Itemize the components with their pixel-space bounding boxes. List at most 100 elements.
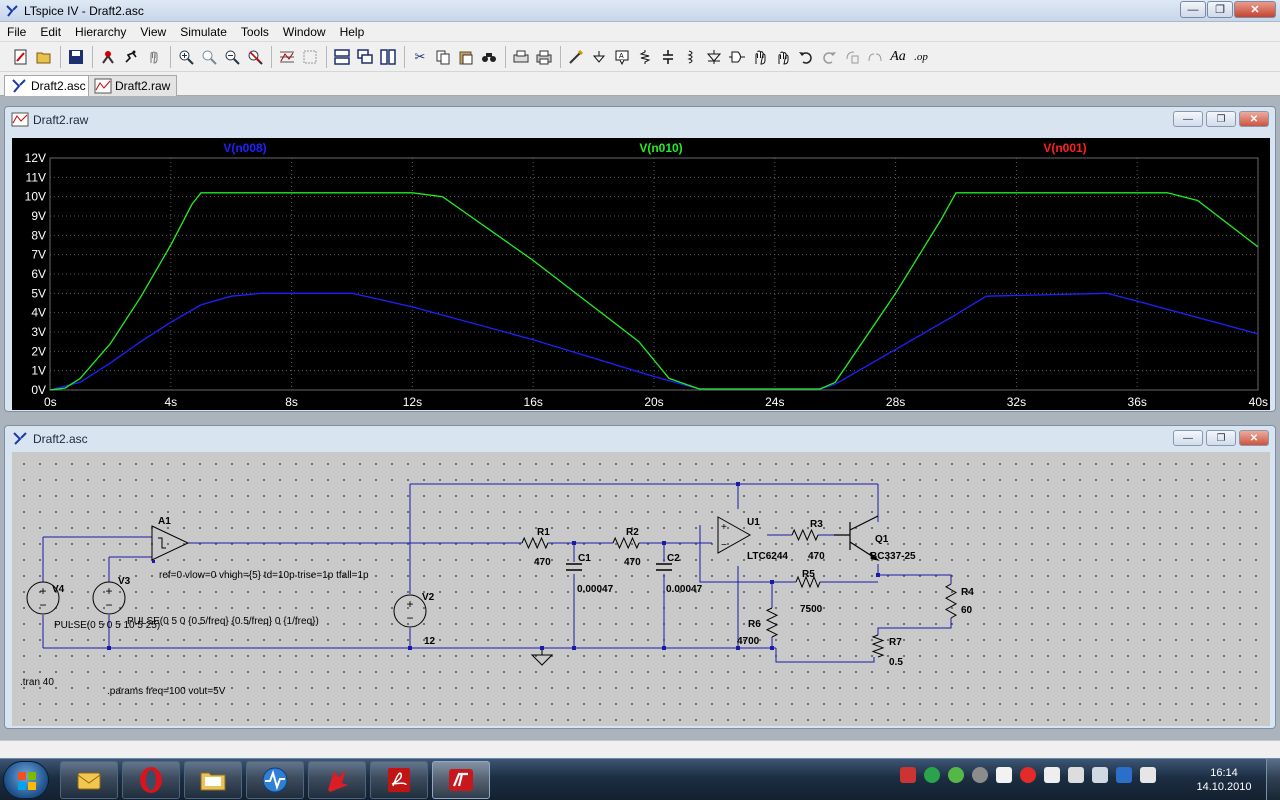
legend-entry-vn008[interactable]: V(n008) <box>223 141 266 155</box>
waveform-restore-button[interactable]: ❐ <box>1206 111 1236 127</box>
find-icon[interactable] <box>478 46 500 68</box>
legend-entry-vn010[interactable]: V(n010) <box>639 141 682 155</box>
ground-icon[interactable] <box>588 46 610 68</box>
trace-vn010[interactable] <box>49 192 1259 391</box>
mirror-icon[interactable] <box>864 46 886 68</box>
maximize-button[interactable]: ❐ <box>1207 1 1233 18</box>
menu-file[interactable]: File <box>7 24 27 39</box>
tab-draft2-raw[interactable]: Draft2.raw <box>88 75 178 96</box>
tray-green-circle-icon[interactable] <box>924 767 940 783</box>
trace-vn008[interactable] <box>49 292 1259 391</box>
clock[interactable]: 16:14 14.10.2010 <box>1196 766 1252 794</box>
tile-horizontal-icon[interactable] <box>331 46 353 68</box>
drag-icon[interactable] <box>772 46 794 68</box>
u1-opamp[interactable]: +− <box>717 516 752 554</box>
taskbar-explorer[interactable] <box>184 761 242 799</box>
spice-directive[interactable]: .params freq=100 vout=5V <box>107 686 226 697</box>
start-button[interactable] <box>3 761 49 799</box>
v4-source[interactable]: +− <box>26 581 60 615</box>
tray-language-icon[interactable] <box>1116 767 1132 783</box>
taskbar-app-red[interactable] <box>308 761 366 799</box>
spice-directive[interactable]: .tran 40 <box>20 677 54 688</box>
menu-simulate[interactable]: Simulate <box>180 24 227 39</box>
tray-chat-icon[interactable] <box>996 767 1012 783</box>
schematic-restore-button[interactable]: ❐ <box>1206 430 1236 446</box>
r5-resistor[interactable] <box>795 575 821 589</box>
copy-icon[interactable] <box>432 46 454 68</box>
tray-antivirus-icon[interactable] <box>1020 767 1036 783</box>
capacitor-icon[interactable] <box>657 46 679 68</box>
tray-drop-icon[interactable] <box>972 767 988 783</box>
taskbar-network-monitor[interactable] <box>246 761 304 799</box>
tray-flag-icon[interactable] <box>1044 767 1060 783</box>
legend-entry-vn001[interactable]: V(n001) <box>1043 141 1086 155</box>
a1-buffer[interactable] <box>151 525 190 563</box>
taskbar-acrobat[interactable] <box>370 761 428 799</box>
v2-source[interactable]: +− <box>393 594 427 628</box>
text-icon[interactable]: Aa <box>890 48 906 64</box>
c2-capacitor[interactable] <box>656 563 672 571</box>
menu-edit[interactable]: Edit <box>40 24 62 39</box>
component-icon[interactable] <box>726 46 748 68</box>
diode-icon[interactable] <box>703 46 725 68</box>
r7-resistor[interactable] <box>871 634 885 658</box>
r1-resistor[interactable] <box>521 536 549 550</box>
menu-window[interactable]: Window <box>282 24 326 39</box>
label-icon[interactable]: A <box>611 46 633 68</box>
undo-icon[interactable] <box>795 46 817 68</box>
paste-icon[interactable] <box>455 46 477 68</box>
waveform-minimize-button[interactable]: — <box>1173 111 1203 127</box>
zoom-cancel-icon[interactable] <box>299 46 321 68</box>
show-desktop-button[interactable] <box>1266 759 1280 800</box>
schematic-minimize-button[interactable]: — <box>1173 430 1203 446</box>
zoom-fit-icon[interactable] <box>244 46 266 68</box>
waveform-close-button[interactable]: ✕ <box>1239 111 1269 127</box>
r2-resistor[interactable] <box>612 536 640 550</box>
menu-tools[interactable]: Tools <box>240 24 269 39</box>
zoom-pan-icon[interactable] <box>198 46 220 68</box>
c1-capacitor[interactable] <box>566 563 582 571</box>
resistor-icon[interactable] <box>634 46 656 68</box>
tab-draft2-asc[interactable]: Draft2.asc <box>4 75 93 97</box>
menu-hierarchy[interactable]: Hierarchy <box>75 24 127 39</box>
inductor-icon[interactable] <box>680 46 702 68</box>
taskbar-mail[interactable] <box>60 761 118 799</box>
move-icon[interactable] <box>749 46 771 68</box>
spice-directive[interactable]: PULSE(0 5 0 5 10 5 25) <box>54 620 160 631</box>
tray-sync-icon[interactable] <box>948 767 964 783</box>
cascade-icon[interactable] <box>354 46 376 68</box>
redo-icon[interactable] <box>818 46 840 68</box>
taskbar-ltspice[interactable] <box>432 761 490 799</box>
menu-view[interactable]: View <box>140 24 167 39</box>
v3-source[interactable]: +− <box>92 581 126 615</box>
r4-resistor[interactable] <box>944 583 958 619</box>
new-schematic-icon[interactable] <box>10 46 32 68</box>
autorange-icon[interactable] <box>276 46 298 68</box>
zoom-out-icon[interactable] <box>221 46 243 68</box>
control-panel-icon[interactable] <box>97 46 119 68</box>
spice-directive[interactable]: ref=0 vlow=0 vhigh={5} td=10p trise=1p t… <box>159 570 369 581</box>
print-icon[interactable] <box>533 46 555 68</box>
menu-help[interactable]: Help <box>339 24 365 39</box>
tile-vertical-icon[interactable] <box>377 46 399 68</box>
run-icon[interactable] <box>120 46 142 68</box>
tray-device-icon[interactable] <box>1068 767 1084 783</box>
taskbar-opera[interactable] <box>122 761 180 799</box>
tray-tool-icon[interactable] <box>900 767 916 783</box>
close-button[interactable]: ✕ <box>1234 1 1276 18</box>
halt-icon[interactable] <box>143 46 165 68</box>
wire-icon[interactable] <box>565 46 587 68</box>
tray-network-icon[interactable] <box>1140 767 1156 783</box>
r3-resistor[interactable] <box>791 528 819 542</box>
ground-symbol[interactable] <box>530 648 554 666</box>
minimize-button[interactable]: — <box>1180 1 1206 18</box>
spice-directive-icon[interactable]: .op <box>914 50 928 63</box>
r6-resistor[interactable] <box>765 607 779 638</box>
save-icon[interactable] <box>65 46 87 68</box>
schematic-close-button[interactable]: ✕ <box>1239 430 1269 446</box>
print-setup-icon[interactable] <box>510 46 532 68</box>
